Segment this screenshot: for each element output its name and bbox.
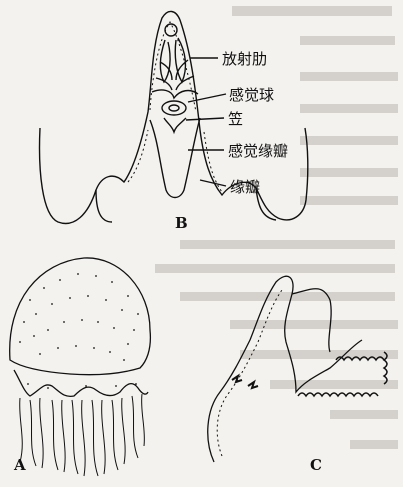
tentacle-knots [232, 376, 258, 388]
label-radial-ribs: 放射肋 [222, 50, 267, 68]
panel-c [208, 276, 387, 462]
label-lappet: 缘瓣 [230, 178, 260, 196]
tentacle-coil [298, 393, 378, 396]
sense-ball [162, 101, 186, 115]
jellyfish-bell [10, 258, 151, 375]
label-bell: 笠 [228, 110, 243, 128]
tentacle-inner [217, 290, 282, 456]
label-sense-ball: 感觉球 [229, 86, 274, 104]
bell-hood [164, 118, 186, 132]
panel-letter-c: C [310, 456, 322, 474]
panel-letter-b: B [175, 214, 188, 232]
inner-dotted-left [128, 130, 148, 182]
lappet-fold-left [96, 190, 112, 222]
jellyfish-stipple [19, 273, 139, 389]
panel-b [40, 11, 308, 223]
label-sensory-lappet: 感觉缘瓣 [228, 142, 288, 160]
bleed-through-text [155, 6, 398, 449]
tentacle-body [208, 276, 362, 462]
panel-letter-a: A [13, 456, 26, 474]
jellyfish-tentacles [20, 394, 145, 476]
leader-bell [186, 118, 224, 120]
panel-a [10, 258, 151, 476]
lappet-outline [40, 11, 308, 223]
